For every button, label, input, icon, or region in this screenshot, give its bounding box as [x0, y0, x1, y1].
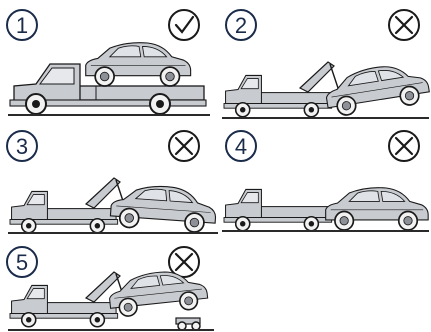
- number-badge-2: 2: [226, 10, 256, 40]
- number-badge-3: 3: [7, 131, 37, 161]
- towed-car: [326, 188, 428, 230]
- towed-car: [107, 268, 208, 318]
- cross-icon: [169, 247, 199, 277]
- panel-4: 4: [222, 131, 429, 231]
- panel-3: 3: [7, 131, 218, 233]
- number-badge-1: 1: [7, 10, 37, 40]
- towed-car: [110, 183, 218, 234]
- panel-1: 1: [7, 10, 210, 115]
- wheel-dolly: [176, 318, 200, 330]
- panel-2: 2: [222, 10, 431, 118]
- svg-text:2: 2: [235, 13, 247, 38]
- towed-car: [323, 60, 431, 118]
- svg-text:3: 3: [16, 134, 28, 159]
- number-badge-5: 5: [7, 247, 37, 277]
- number-badge-4: 4: [226, 131, 256, 161]
- check-icon: [169, 10, 199, 40]
- svg-text:1: 1: [16, 13, 28, 38]
- tow-truck: [224, 189, 332, 230]
- cross-icon: [389, 131, 419, 161]
- svg-text:4: 4: [235, 134, 247, 159]
- svg-text:5: 5: [16, 250, 28, 275]
- panel-5: 5: [7, 247, 214, 330]
- tow-boom: [300, 62, 340, 94]
- car-on-flatbed: [86, 43, 191, 86]
- cross-icon: [389, 10, 419, 40]
- cross-icon: [169, 131, 199, 161]
